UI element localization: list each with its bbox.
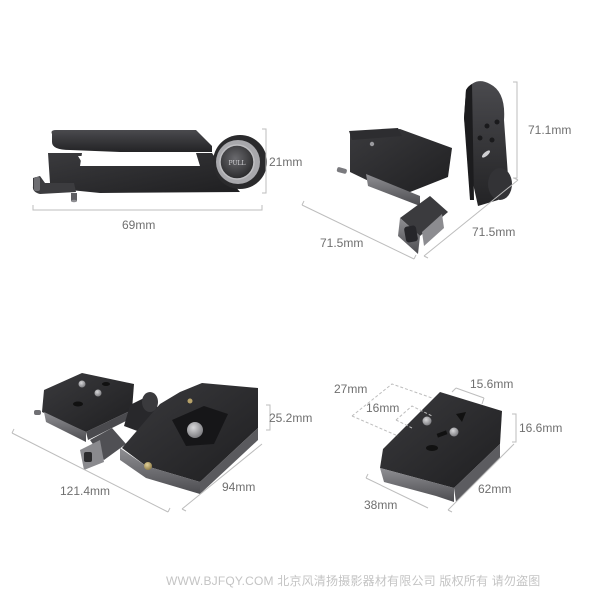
folded-side-view-illustration: PULL bbox=[32, 130, 267, 203]
extended-isometric-view-illustration bbox=[34, 373, 258, 494]
dim-label-unfolded-length: 71.5mm bbox=[320, 236, 364, 250]
unfolded-isometric-view-illustration bbox=[336, 81, 512, 254]
dim-label-folded-height: 21mm bbox=[269, 155, 303, 169]
dim-label-folded-width: 69mm bbox=[122, 218, 156, 232]
dim-label-plate-height: 16.6mm bbox=[519, 421, 563, 435]
quick-release-plate-illustration bbox=[380, 392, 502, 502]
dim-label-plate-length: 62mm bbox=[478, 482, 512, 496]
dim-label-plate-outer-spacing: 27mm bbox=[334, 382, 368, 396]
dim-label-plate-width: 38mm bbox=[364, 498, 398, 512]
dim-label-plate-inner-spacing: 16mm bbox=[366, 401, 400, 415]
dim-label-extended-length: 121.4mm bbox=[60, 484, 111, 498]
dim-label-extended-width: 94mm bbox=[222, 480, 256, 494]
unfolded-dimension-lines bbox=[301, 81, 519, 260]
extended-dimension-lines bbox=[11, 404, 271, 513]
copyright-watermark: WWW.BJFQY.COM 北京风清扬摄影器材有限公司 版权所有 请勿盗图 bbox=[166, 574, 541, 588]
pull-text: PULL bbox=[229, 160, 246, 167]
folded-dimension-lines bbox=[32, 128, 267, 211]
plate-dimension-lines bbox=[351, 383, 517, 513]
dim-label-unfolded-depth: 71.5mm bbox=[472, 225, 516, 239]
dim-label-plate-slot-width: 15.6mm bbox=[470, 377, 514, 391]
dim-label-extended-height: 25.2mm bbox=[269, 411, 313, 425]
dim-label-unfolded-height: 71.1mm bbox=[528, 123, 572, 137]
